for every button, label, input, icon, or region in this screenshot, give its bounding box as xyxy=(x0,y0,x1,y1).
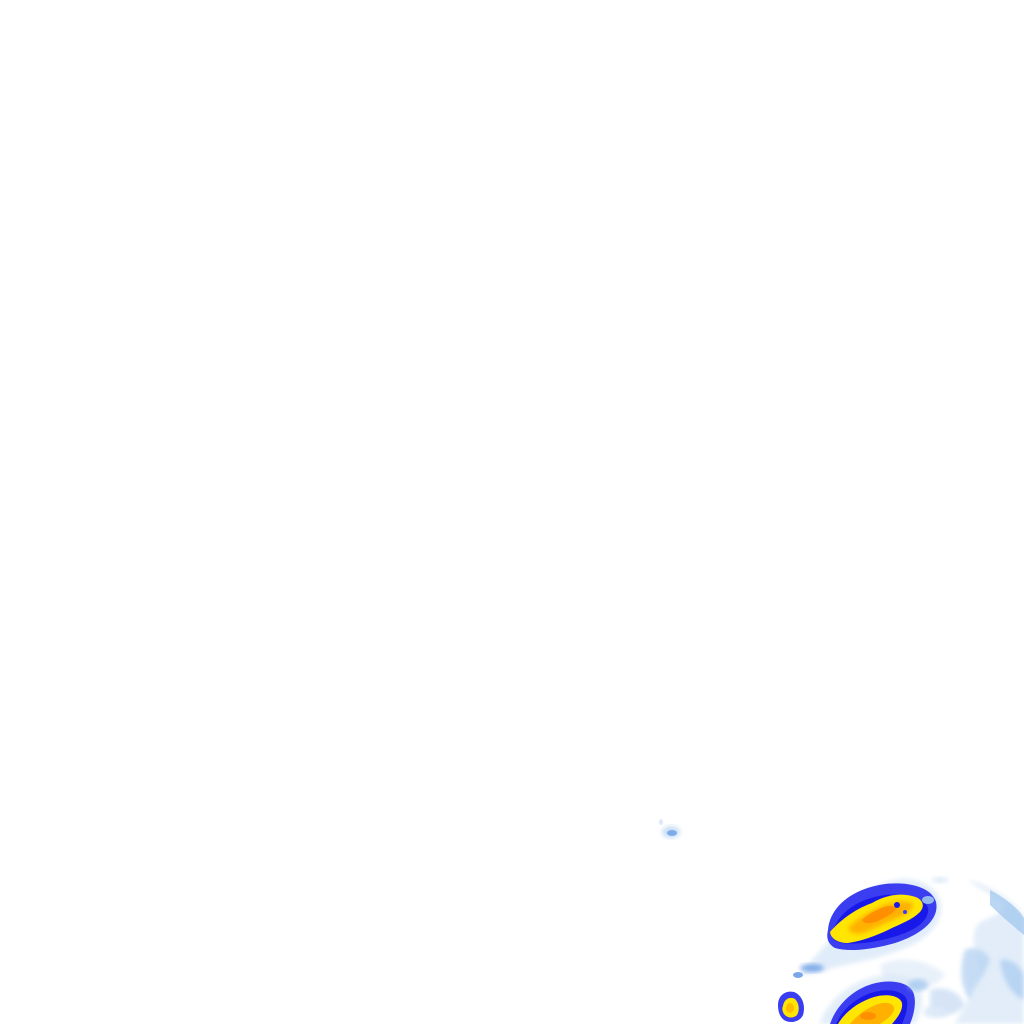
precip-cell-south xyxy=(820,974,922,1024)
precip-fringe xyxy=(793,877,948,1018)
precip-cell-southwest xyxy=(778,991,804,1023)
precip-cell-main xyxy=(800,879,941,975)
precip-cell-small xyxy=(659,819,680,838)
